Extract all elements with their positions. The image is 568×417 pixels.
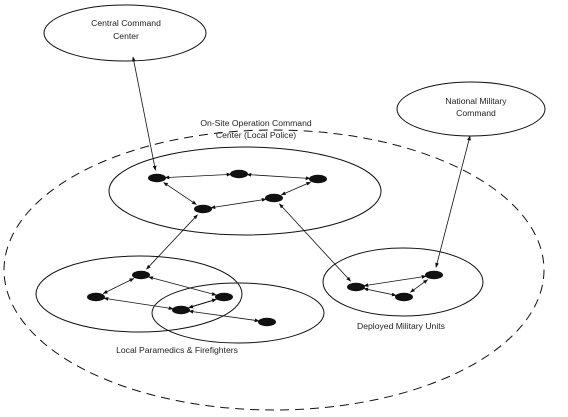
link-p1-p4 [163,182,197,205]
central-command-label-line2: Center [113,31,139,41]
link-m1-m2 [102,278,135,294]
link-p4-m1 [146,214,198,270]
link-central-p1 [131,56,157,171]
link-m5-m6 [188,309,260,323]
nodes-layer [87,169,443,327]
central-command-ellipse [43,4,207,62]
link-d1-d3 [363,287,397,297]
node-d3 [395,292,413,302]
link-d1-d2 [363,274,427,288]
national-military-label-line1: National Military [445,96,507,106]
paramedics-ellipse-right [151,282,325,344]
node-p3 [309,174,327,184]
link-m3-m5 [188,298,217,309]
onsite-command-label-line2: Center (Local Police) [216,130,296,140]
paramedics-ellipse-left [35,255,243,333]
node-p5 [265,193,283,203]
node-m2 [87,292,105,302]
deployed-military-ellipse [322,247,484,317]
central-command-label-line1: Central Command [91,18,161,28]
link-p5-p3 [280,181,312,196]
link-p2-p3 [246,172,311,181]
national-military-ellipse [396,81,546,137]
node-p2 [230,169,248,179]
onsite-command-ellipse [108,146,382,236]
link-m2-m4 [103,296,174,311]
node-d2 [425,270,443,280]
onsite-command-label-line1: On-Site Operation Command [200,118,312,128]
link-p1-p2 [164,172,232,180]
deployed-military-label: Deployed Military Units [357,321,445,331]
link-p4-p5 [210,197,267,210]
local-paramedics-label: Local Paramedics & Firefighters [116,345,238,355]
link-m1-m3 [148,276,217,296]
link-national-d2 [435,135,471,268]
links-layer [102,56,471,323]
node-d1 [347,282,365,292]
national-military-label-line2: Command [456,108,496,118]
node-m6 [258,317,276,327]
node-p4 [194,204,212,214]
node-m1 [132,270,150,280]
operation-area-boundary [3,129,545,411]
node-m4 [172,305,190,315]
link-p5-d1 [279,203,351,282]
node-p1 [148,173,166,183]
link-d3-d2 [410,279,428,293]
node-m3 [215,292,233,302]
